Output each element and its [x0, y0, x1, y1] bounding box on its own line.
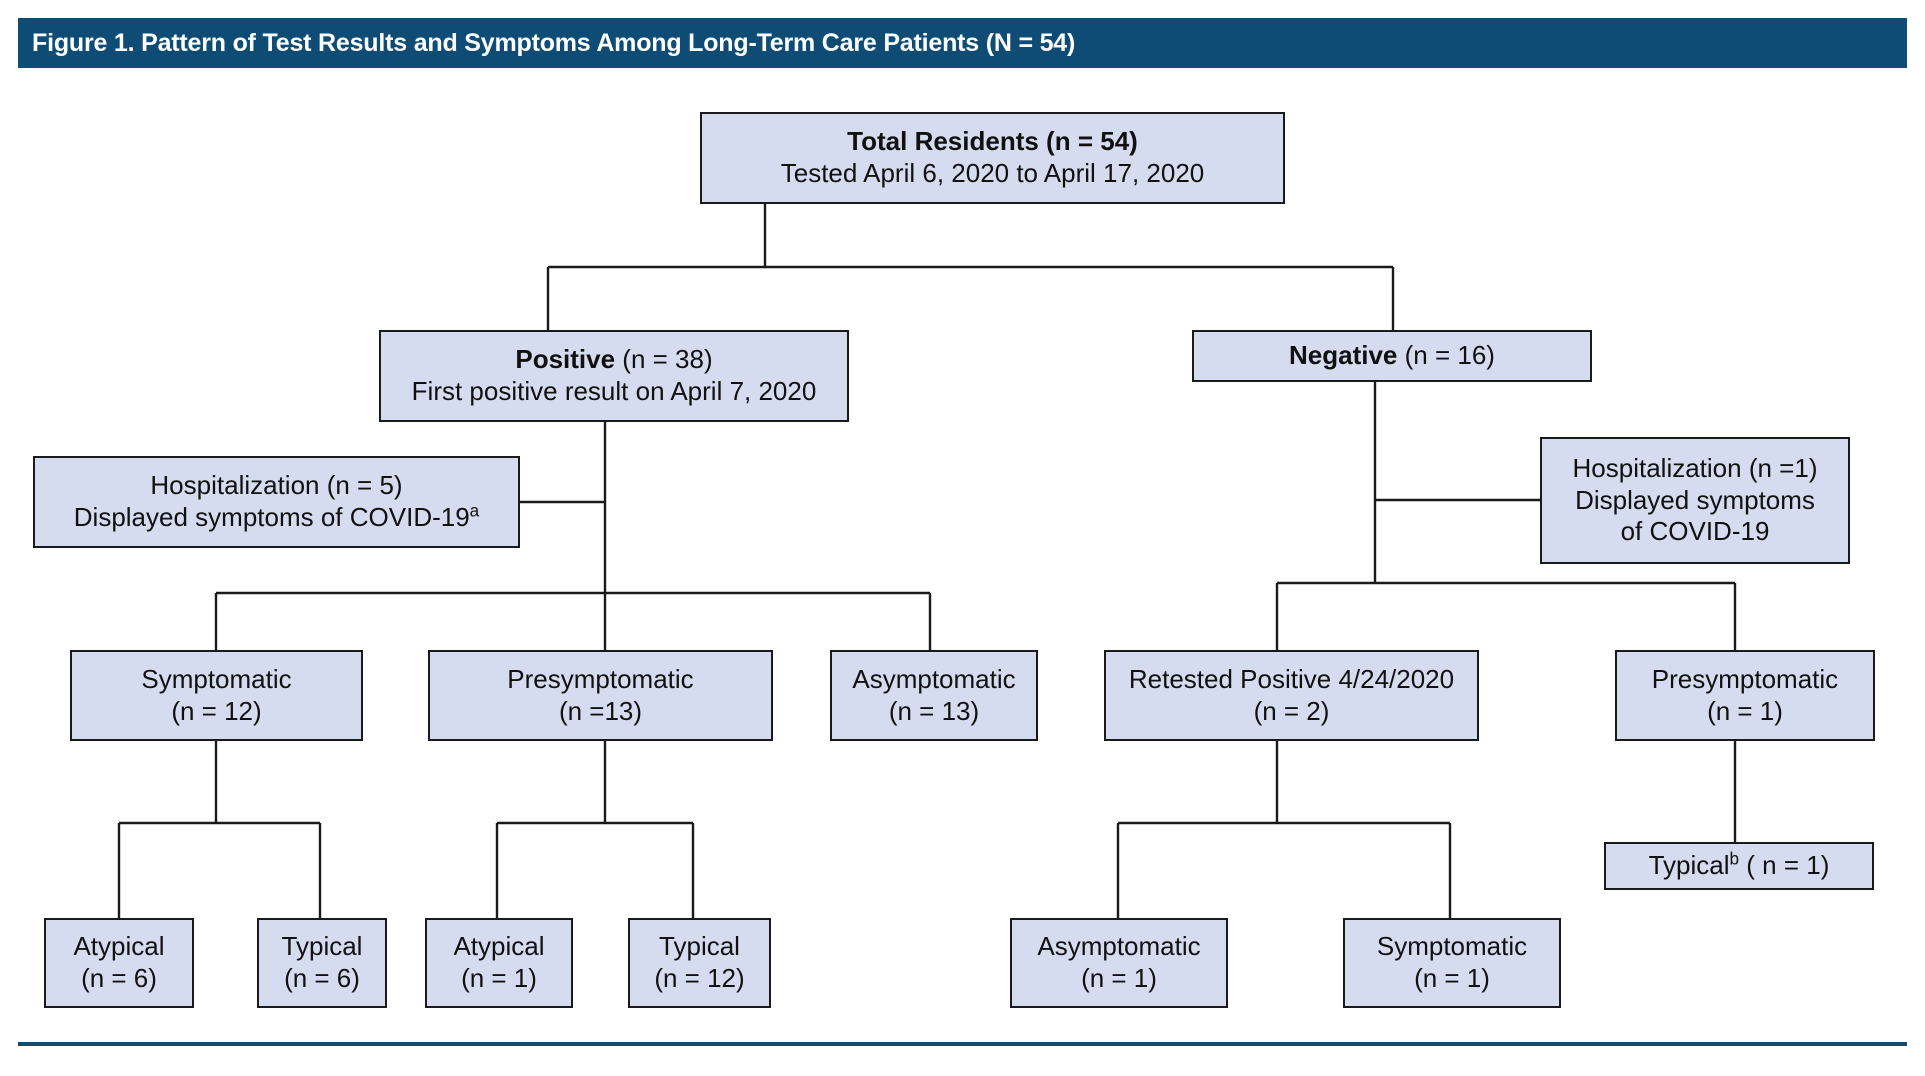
node-symptomatic-positive: Symptomatic (n = 12): [70, 650, 363, 741]
node-negative: Negative (n = 16): [1192, 330, 1592, 382]
node-symptomatic-positive-line2: (n = 12): [171, 695, 262, 726]
figure-title: Figure 1. Pattern of Test Results and Sy…: [32, 28, 1076, 57]
node-presymptomatic-positive: Presymptomatic (n =13): [428, 650, 773, 741]
node-positive-count: (n = 38): [615, 344, 713, 375]
node-asymptomatic-1: Asymptomatic (n = 1): [1010, 918, 1228, 1008]
node-presymptomatic-negative-line1: Presymptomatic: [1651, 663, 1839, 694]
node-symptomatic-1-line1: Symptomatic: [1376, 931, 1528, 962]
node-symptomatic-1-line2: (n = 1): [1414, 963, 1490, 993]
node-retested-positive: Retested Positive 4/24/2020 (n = 2): [1104, 650, 1479, 741]
node-retested-positive-line2: (n = 2): [1253, 695, 1330, 726]
node-typical-12: Typical (n = 12): [628, 918, 771, 1008]
node-typical-6-line2: (n = 6): [284, 963, 360, 993]
node-negative-line1: Negative (n = 16): [1289, 340, 1495, 372]
footnote-marker-a: a: [469, 500, 480, 521]
node-total-residents-line1: Total Residents (n = 54): [847, 126, 1138, 157]
node-negative-count: (n = 16): [1397, 340, 1495, 371]
node-negative-label: Negative: [1289, 340, 1398, 371]
node-typical-negative-count: ( n = 1): [1739, 850, 1830, 881]
node-hospitalization-negative: Hospitalization (n =1) Displayed symptom…: [1540, 437, 1850, 564]
node-typical-negative-label: Typical: [1648, 850, 1730, 881]
node-hospitalization-negative-line1: Hospitalization (n =1): [1572, 452, 1818, 483]
node-positive-line1: Positive (n = 38): [515, 344, 712, 376]
node-retested-positive-line1: Retested Positive 4/24/2020: [1128, 663, 1455, 694]
node-hospitalization-positive-line2-text: Displayed symptoms of COVID-19: [73, 502, 470, 532]
node-typical-12-line2: (n = 12): [654, 963, 745, 993]
node-positive-label: Positive: [515, 344, 616, 375]
node-asymptomatic-positive-line2: (n = 13): [888, 695, 980, 726]
node-hospitalization-negative-line2: Displayed symptoms: [1575, 484, 1815, 515]
node-hospitalization-negative-line3: of COVID-19: [1620, 516, 1770, 547]
node-symptomatic-positive-line1: Symptomatic: [141, 663, 292, 694]
figure-banner: Figure 1. Pattern of Test Results and Sy…: [18, 18, 1907, 68]
node-symptomatic-1: Symptomatic (n = 1): [1343, 918, 1561, 1008]
node-atypical-1: Atypical (n = 1): [425, 918, 573, 1008]
node-typical-6-line1: Typical: [281, 931, 363, 962]
bottom-rule: [18, 1042, 1907, 1046]
node-asymptomatic-1-line1: Asymptomatic: [1037, 931, 1201, 962]
node-presymptomatic-negative-line2: (n = 1): [1707, 695, 1783, 726]
node-atypical-1-line1: Atypical: [453, 931, 545, 962]
node-atypical-1-line2: (n = 1): [461, 963, 537, 993]
node-typical-6: Typical (n = 6): [257, 918, 387, 1008]
node-hospitalization-positive-line2: Displayed symptoms of COVID-19a: [74, 502, 479, 534]
node-total-residents: Total Residents (n = 54) Tested April 6,…: [700, 112, 1285, 204]
node-typical-negative: Typicalb ( n = 1): [1604, 842, 1874, 890]
node-hospitalization-positive-line1: Hospitalization (n = 5): [150, 470, 403, 501]
node-total-residents-line2: Tested April 6, 2020 to April 17, 2020: [780, 158, 1205, 188]
node-presymptomatic-negative: Presymptomatic (n = 1): [1615, 650, 1875, 741]
node-asymptomatic-positive: Asymptomatic (n = 13): [830, 650, 1038, 741]
node-atypical-6-line2: (n = 6): [81, 963, 157, 993]
node-presymptomatic-positive-line2: (n =13): [558, 695, 643, 726]
node-asymptomatic-1-line2: (n = 1): [1081, 963, 1157, 993]
node-hospitalization-positive: Hospitalization (n = 5) Displayed sympto…: [33, 456, 520, 548]
footnote-marker-b: b: [1729, 848, 1740, 869]
node-typical-negative-line1: Typicalb ( n = 1): [1649, 850, 1830, 882]
node-asymptomatic-positive-line1: Asymptomatic: [852, 663, 1016, 694]
node-atypical-6-line1: Atypical: [73, 931, 165, 962]
node-positive-line2: First positive result on April 7, 2020: [411, 376, 817, 406]
node-typical-12-line1: Typical: [659, 931, 740, 962]
node-presymptomatic-positive-line1: Presymptomatic: [507, 663, 694, 694]
node-positive: Positive (n = 38) First positive result …: [379, 330, 849, 422]
node-atypical-6: Atypical (n = 6): [44, 918, 194, 1008]
